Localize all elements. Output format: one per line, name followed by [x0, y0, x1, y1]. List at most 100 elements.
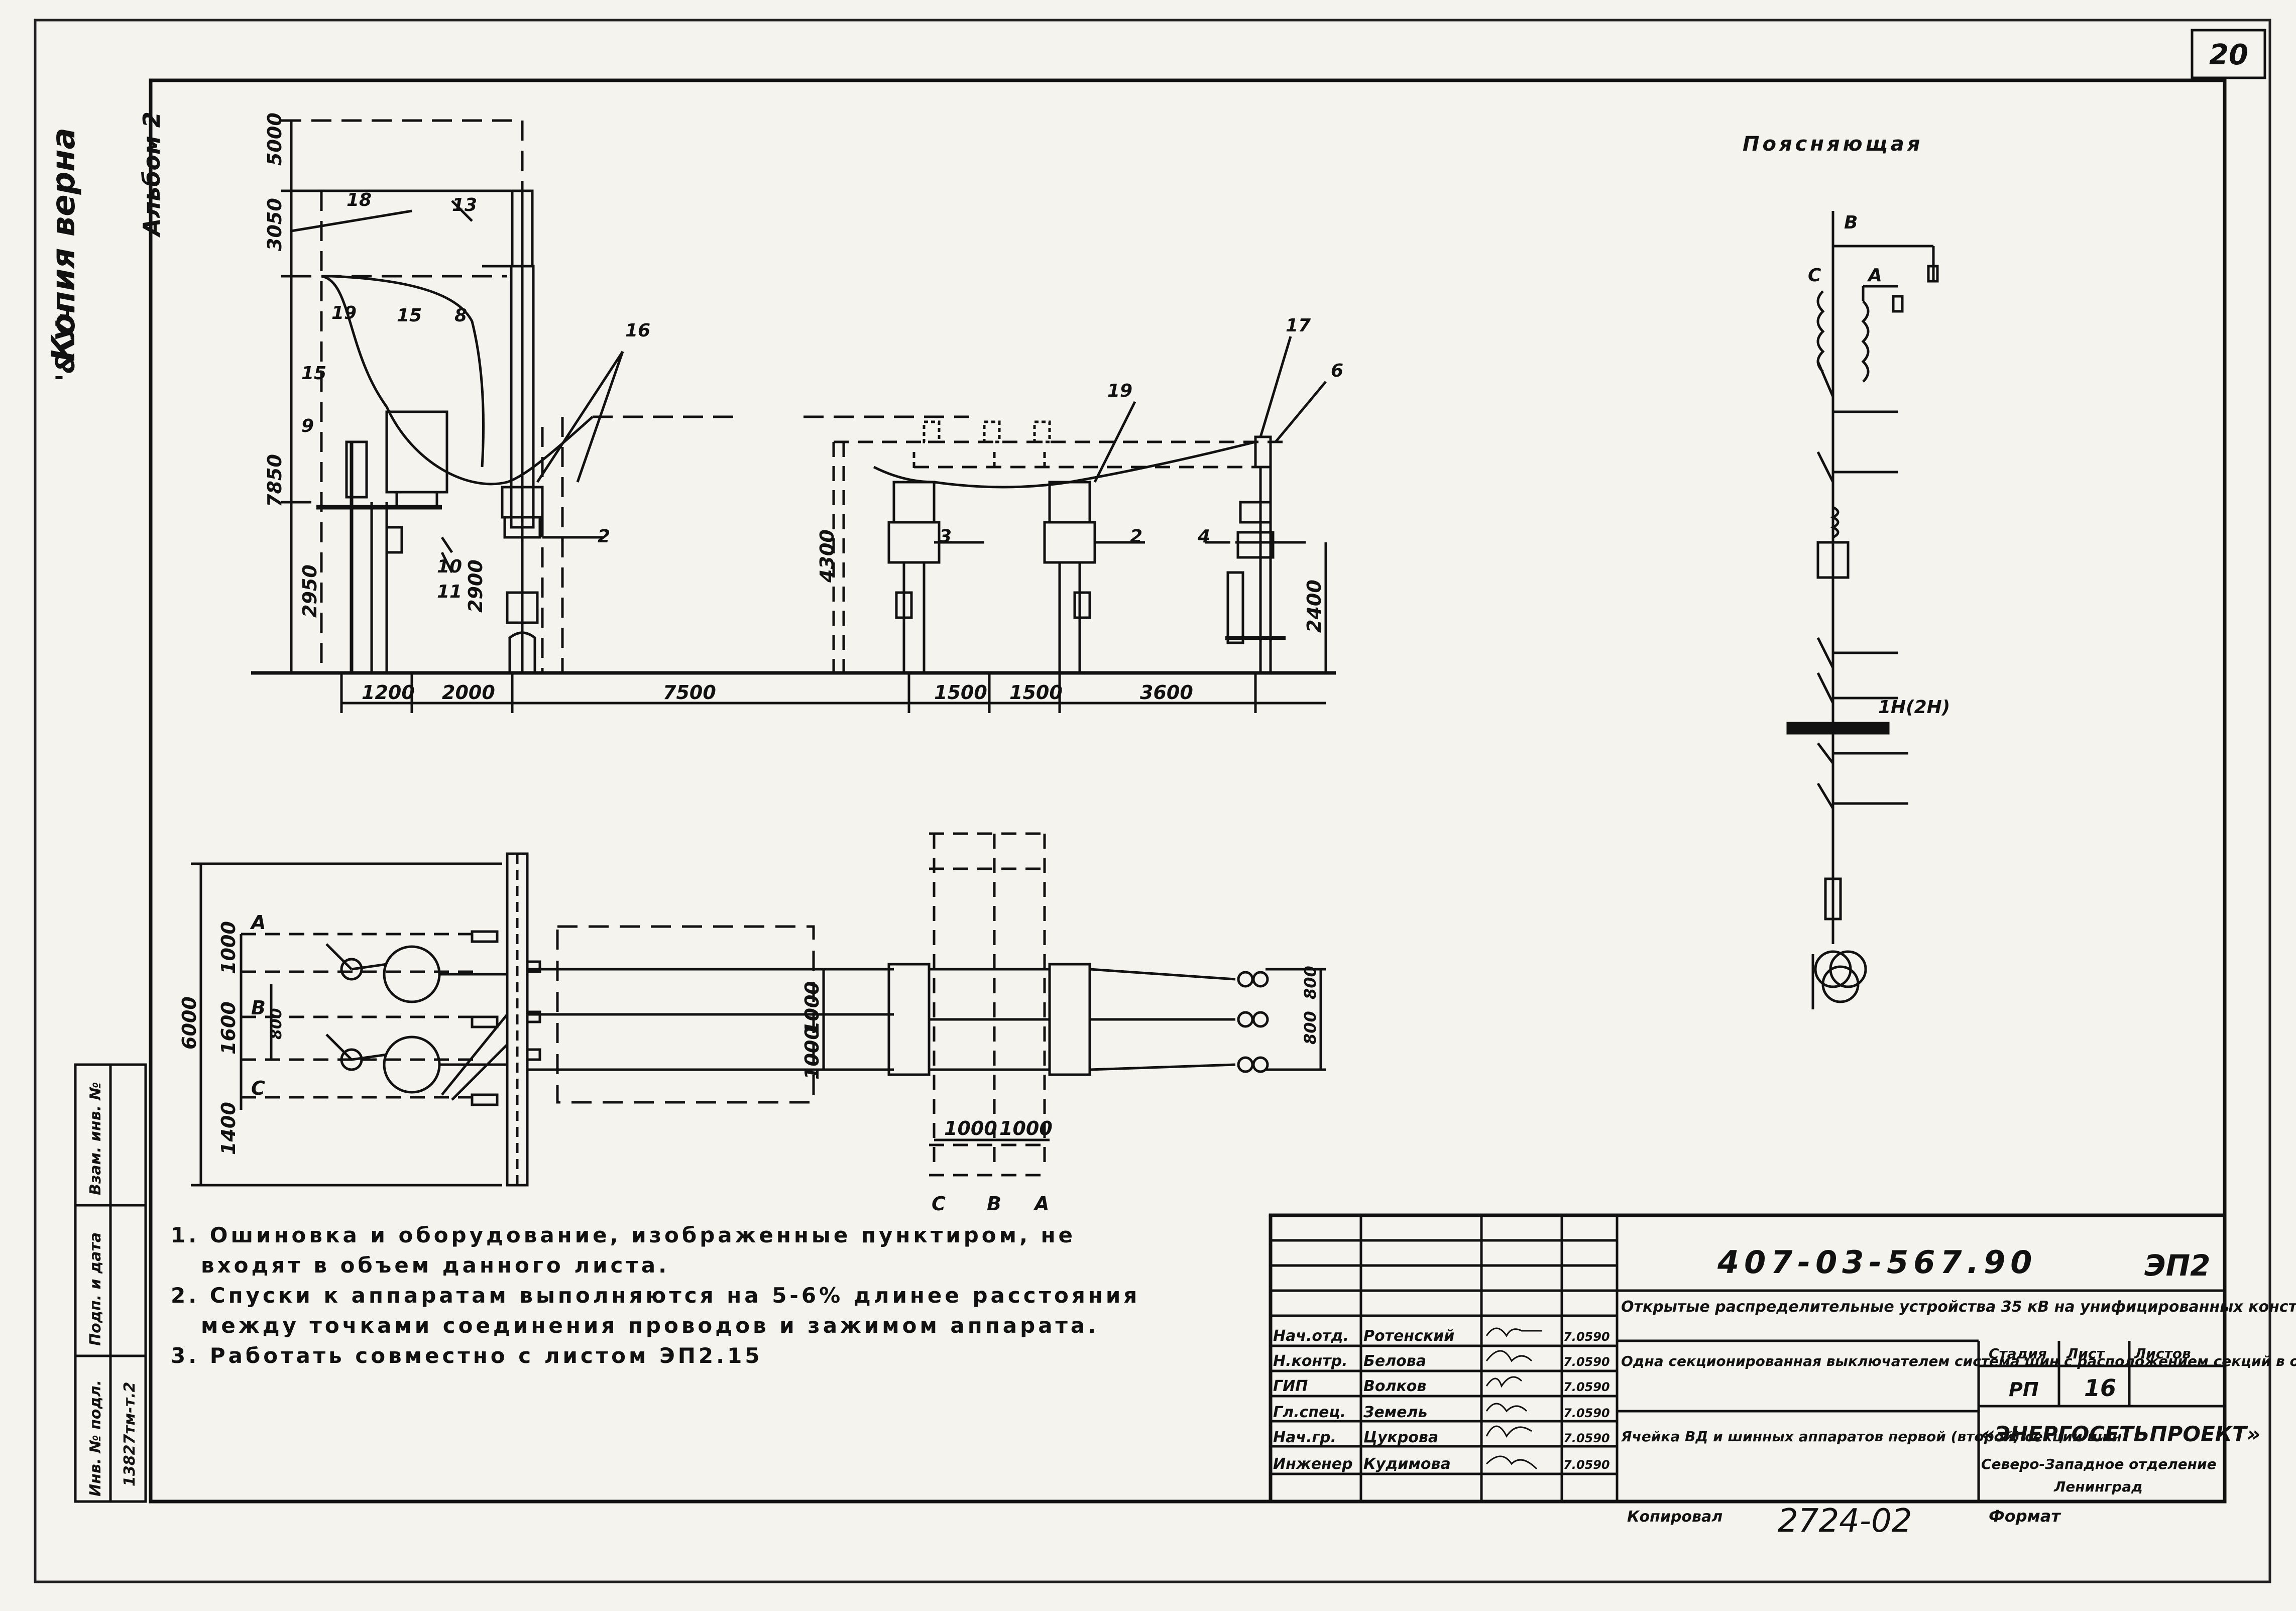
date-5: 7.0590 — [1563, 1458, 1610, 1472]
callout-4: 4 — [1197, 526, 1210, 547]
outer-frame — [34, 19, 2271, 1583]
side-stamp-texts: Взам. инв. № Подп. и дата Инв. № подл. 1… — [87, 1082, 139, 1497]
schematic-labels: В С А 1Н(2Н) — [1808, 212, 1950, 718]
callout-2-right: 2 — [1130, 526, 1142, 547]
phase-col-b: В — [987, 1193, 1001, 1215]
dim-height-4300: 4300 — [816, 529, 838, 583]
sheet-number: 20 — [2209, 39, 2248, 71]
callout-19-left: 19 — [331, 303, 357, 323]
dim-height-5000: 5000 — [264, 112, 286, 166]
schematic-label-b: В — [1844, 212, 1858, 233]
note-3: 3. Работать совместно с листом ЭП2.15 — [171, 1343, 763, 1368]
plan-mid-dim-1: 1000 — [801, 981, 823, 1034]
dim-span-1500-a: 1500 — [934, 681, 987, 704]
callout-16: 16 — [625, 320, 650, 341]
callout-2-left: 2 — [598, 526, 610, 547]
sheet-code: ЭП2 — [2144, 1248, 2210, 1283]
dim-height-3050: 3050 — [264, 198, 286, 251]
role-4: Нач.гр. — [1273, 1429, 1336, 1446]
project-title: Открытые распределительные устройства 35… — [1621, 1298, 2296, 1316]
plan-dim-800: 800 — [268, 1008, 285, 1040]
sheets-header: Листов — [2134, 1345, 2191, 1362]
note-1-cont: входят в объем данного листа. — [201, 1253, 670, 1278]
callout-15-left: 15 — [301, 363, 326, 384]
date-3: 7.0590 — [1563, 1406, 1610, 1420]
organization: «ЭНЕРГОСЕТЬПРОЕКТ» — [1981, 1422, 2260, 1446]
callout-17: 17 — [1286, 315, 1311, 336]
callout-13: 13 — [452, 195, 477, 215]
role-0: Нач.отд. — [1273, 1327, 1349, 1345]
single-line-schematic — [1786, 211, 1939, 1009]
date-0: 7.0590 — [1563, 1330, 1610, 1344]
elevation-callouts: 18 13 15 8 16 19 15 9 10 11 2 19 3 2 4 1… — [301, 190, 1343, 602]
plan-dim-1000: 1000 — [217, 921, 240, 974]
callout-3: 3 — [939, 526, 952, 547]
phase-row-b: В — [251, 997, 266, 1019]
title-block-text: 407-03-567.90 ЭП2 Открытые распределител… — [1621, 1244, 2296, 1540]
elevation-dimensions: 5000 3050 7850 2950 2900 4300 2400 1200 … — [264, 112, 1325, 704]
dim-span-2000: 2000 — [442, 681, 495, 704]
note-2-cont: между точками соединения проводов и зажи… — [201, 1313, 1099, 1338]
side-stamp-inv-no: 13827тм-т.2 — [121, 1382, 139, 1486]
callout-11: 11 — [437, 582, 462, 602]
callout-18: 18 — [347, 190, 372, 210]
side-stamp-inv: Инв. № подл. — [87, 1380, 104, 1497]
organization-branch: Северо-Западное отделение — [1981, 1456, 2217, 1472]
plan-bottom-dim-2: 1000 — [999, 1117, 1053, 1139]
note-2: 2. Спуски к аппаратам выполняются на 5-6… — [171, 1283, 1140, 1308]
callout-9: 9 — [301, 416, 314, 436]
sheet-header: Лист — [2066, 1345, 2105, 1362]
role-1: Н.контр. — [1273, 1352, 1347, 1370]
copy-number: 2724-02 — [1778, 1503, 1912, 1540]
copied-label: Копировал — [1627, 1508, 1723, 1526]
callout-8: 8 — [454, 305, 467, 326]
dim-height-7850: 7850 — [264, 454, 286, 507]
phase-col-c: С — [932, 1193, 946, 1215]
dim-height-2900: 2900 — [465, 559, 487, 613]
elevation-view — [251, 119, 1336, 713]
plan-dimensions: 6000 1000 1600 1400 800 А В С 1000 1000 … — [178, 911, 1320, 1215]
margin-stamp-signature: '& Уч — [51, 304, 81, 382]
role-5: Инженер — [1273, 1455, 1353, 1473]
sheet-number-box — [2191, 29, 2266, 79]
name-1: Белова — [1363, 1352, 1426, 1370]
side-stamp-sign-date: Подп. и дата — [87, 1232, 104, 1346]
role-2: ГИП — [1273, 1377, 1308, 1395]
scheme-description: Одна секционированная выключателем систе… — [1621, 1353, 2296, 1369]
schematic-title: Поясняющая — [1743, 133, 1923, 156]
date-2: 7.0590 — [1563, 1380, 1610, 1394]
plan-view — [191, 832, 1326, 1187]
callout-19-mid: 19 — [1107, 381, 1132, 401]
name-0: Ротенский — [1363, 1327, 1454, 1345]
plan-dim-1600: 1600 — [217, 1001, 240, 1055]
name-4: Цукрова — [1363, 1429, 1438, 1446]
plan-bottom-dim-1: 1000 — [944, 1117, 997, 1139]
margin-stamp: Копия верна — [45, 128, 82, 362]
callout-15-top: 15 — [397, 305, 422, 326]
phase-col-a: А — [1033, 1193, 1049, 1215]
inner-frame — [149, 78, 2227, 1504]
stage-value: РП — [2009, 1378, 2039, 1401]
plan-dim-1400: 1400 — [217, 1102, 240, 1155]
callout-6: 6 — [1331, 361, 1343, 381]
plan-right-dim-2: 800 — [1301, 966, 1320, 999]
date-1: 7.0590 — [1563, 1355, 1610, 1369]
dim-span-3600: 3600 — [1140, 681, 1193, 704]
general-notes: 1. Ошиновка и оборудование, изображенные… — [171, 1220, 1215, 1371]
cell-title: Ячейка ВД и шинных аппаратов первой (вто… — [1621, 1428, 2127, 1445]
schematic-label-a: А — [1867, 265, 1882, 286]
schematic-label-bus: 1Н(2Н) — [1878, 697, 1950, 718]
stage-header: Стадия — [1989, 1345, 2047, 1362]
dim-span-7500: 7500 — [663, 681, 716, 704]
title-block-roles: Нач.отд. Ротенский 7.0590 Н.контр. Белов… — [1273, 1327, 1610, 1473]
note-1: 1. Ошиновка и оборудование, изображенные… — [171, 1223, 1076, 1247]
doc-code: 407-03-567.90 — [1717, 1244, 2037, 1281]
dim-height-2950: 2950 — [299, 564, 321, 618]
role-3: Гл.спец. — [1273, 1404, 1346, 1421]
title-block — [1269, 1213, 2227, 1504]
plan-mid-dim-2: 1000 — [801, 1026, 823, 1080]
plan-dim-6000: 6000 — [178, 996, 200, 1050]
plan-right-dim-1: 800 — [1301, 1011, 1320, 1045]
format-label: Формат — [1989, 1507, 2061, 1526]
